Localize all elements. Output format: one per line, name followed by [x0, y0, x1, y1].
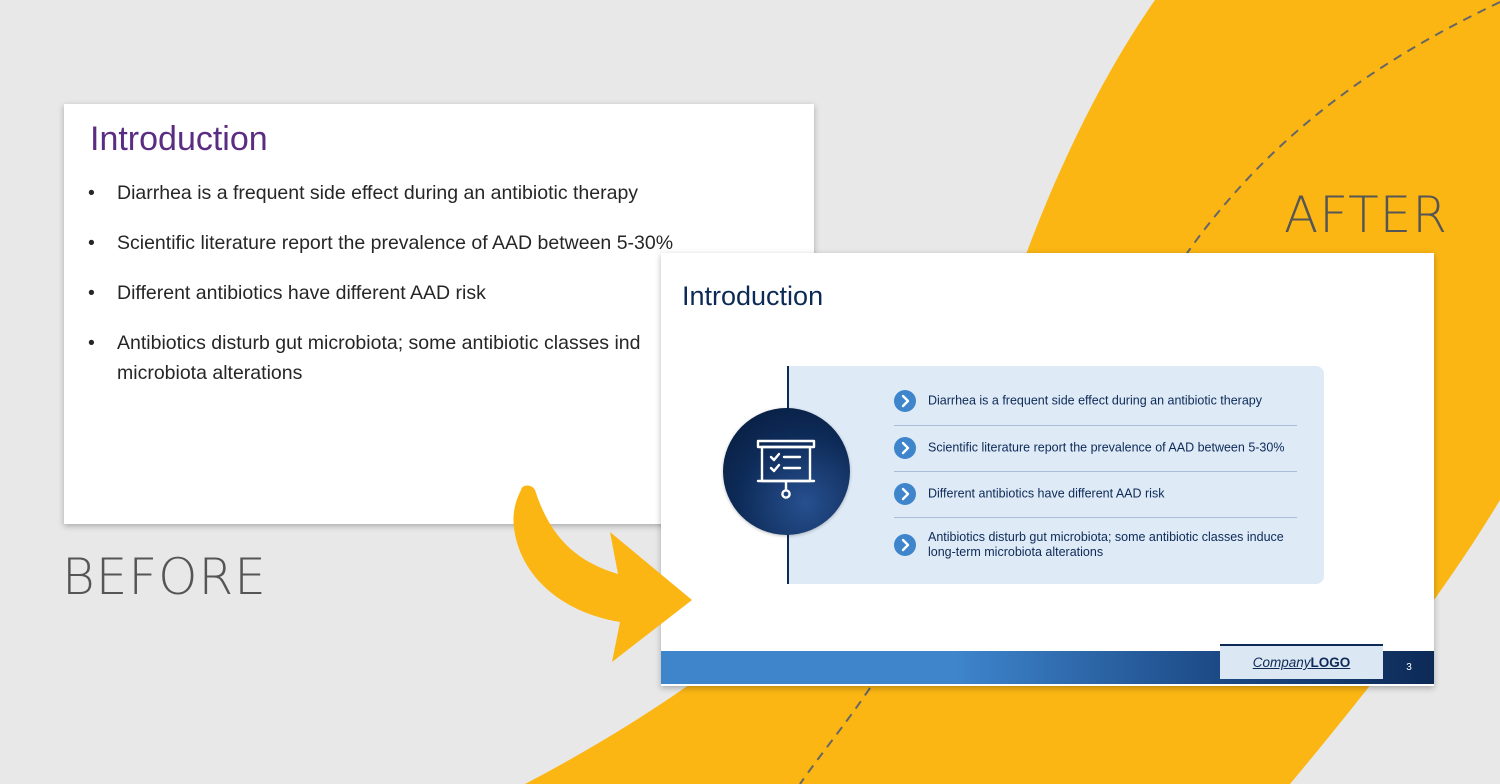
chevron-right-icon	[901, 487, 910, 501]
chevron-bullet	[894, 390, 916, 412]
after-slide: Introduction Diarrhea is a frequent side…	[661, 253, 1434, 686]
before-bullet-text: microbiota alterations	[117, 362, 303, 384]
before-bullet-item: • Antibiotics disturb gut microbiota; som…	[88, 326, 788, 360]
before-bullet-list: • Diarrhea is a frequent side effect duri…	[88, 176, 788, 406]
before-bullet-continuation: microbiota alterations	[88, 356, 788, 390]
dashed-curve-upper	[1184, 1, 1500, 257]
before-label: BEFORE	[62, 548, 267, 606]
bullet-glyph: •	[88, 182, 95, 204]
before-bullet-text: Different antibiotics have different AAD…	[117, 282, 486, 304]
icon-circle	[723, 408, 850, 535]
chevron-right-icon	[901, 394, 910, 408]
bullet-glyph: •	[88, 282, 95, 304]
chevron-bullet	[894, 483, 916, 505]
company-logo: CompanyLOGO	[1220, 644, 1383, 679]
after-point-item: Different antibiotics have different AAD…	[894, 481, 1297, 507]
after-point-item: Antibiotics disturb gut microbiota; some…	[894, 527, 1297, 563]
chevron-bullet	[894, 437, 916, 459]
content-panel	[787, 366, 1324, 584]
before-bullet-text: Antibiotics disturb gut microbiota; some…	[117, 332, 641, 354]
before-bullet-item: • Diarrhea is a frequent side effect duri…	[88, 176, 788, 210]
chevron-right-icon	[901, 441, 910, 455]
before-slide-title: Introduction	[90, 120, 268, 158]
chevron-bullet	[894, 534, 916, 556]
after-point-text: Scientific literature report the prevale…	[928, 440, 1285, 455]
after-slide-title: Introduction	[682, 281, 824, 311]
after-label: AFTER	[1284, 186, 1448, 244]
point-separator	[894, 517, 1297, 518]
bullet-glyph: •	[88, 232, 95, 254]
bullet-glyph: •	[88, 332, 95, 354]
before-bullet-item: • Different antibiotics have different AA…	[88, 276, 788, 310]
after-point-item: Diarrhea is a frequent side effect durin…	[894, 388, 1297, 414]
after-point-text: Different antibiotics have different AAD…	[928, 486, 1165, 501]
point-separator	[894, 425, 1297, 426]
point-separator	[894, 471, 1297, 472]
logo-logo-text: LOGO	[1310, 655, 1351, 670]
before-bullet-item: • Scientific literature report the preval…	[88, 226, 788, 260]
after-point-text: Diarrhea is a frequent side effect durin…	[928, 393, 1262, 408]
logo-company-text: Company	[1252, 655, 1311, 670]
after-point-item: Scientific literature report the prevale…	[894, 435, 1297, 461]
chevron-right-icon	[901, 538, 910, 552]
before-bullet-text: Scientific literature report the prevale…	[117, 232, 674, 254]
before-bullet-text: Diarrhea is a frequent side effect durin…	[117, 182, 639, 204]
after-point-text: Antibiotics disturb gut microbiota; some…	[928, 530, 1284, 559]
presentation-board-checklist-icon	[756, 439, 816, 499]
page-number: 3	[1406, 662, 1412, 673]
